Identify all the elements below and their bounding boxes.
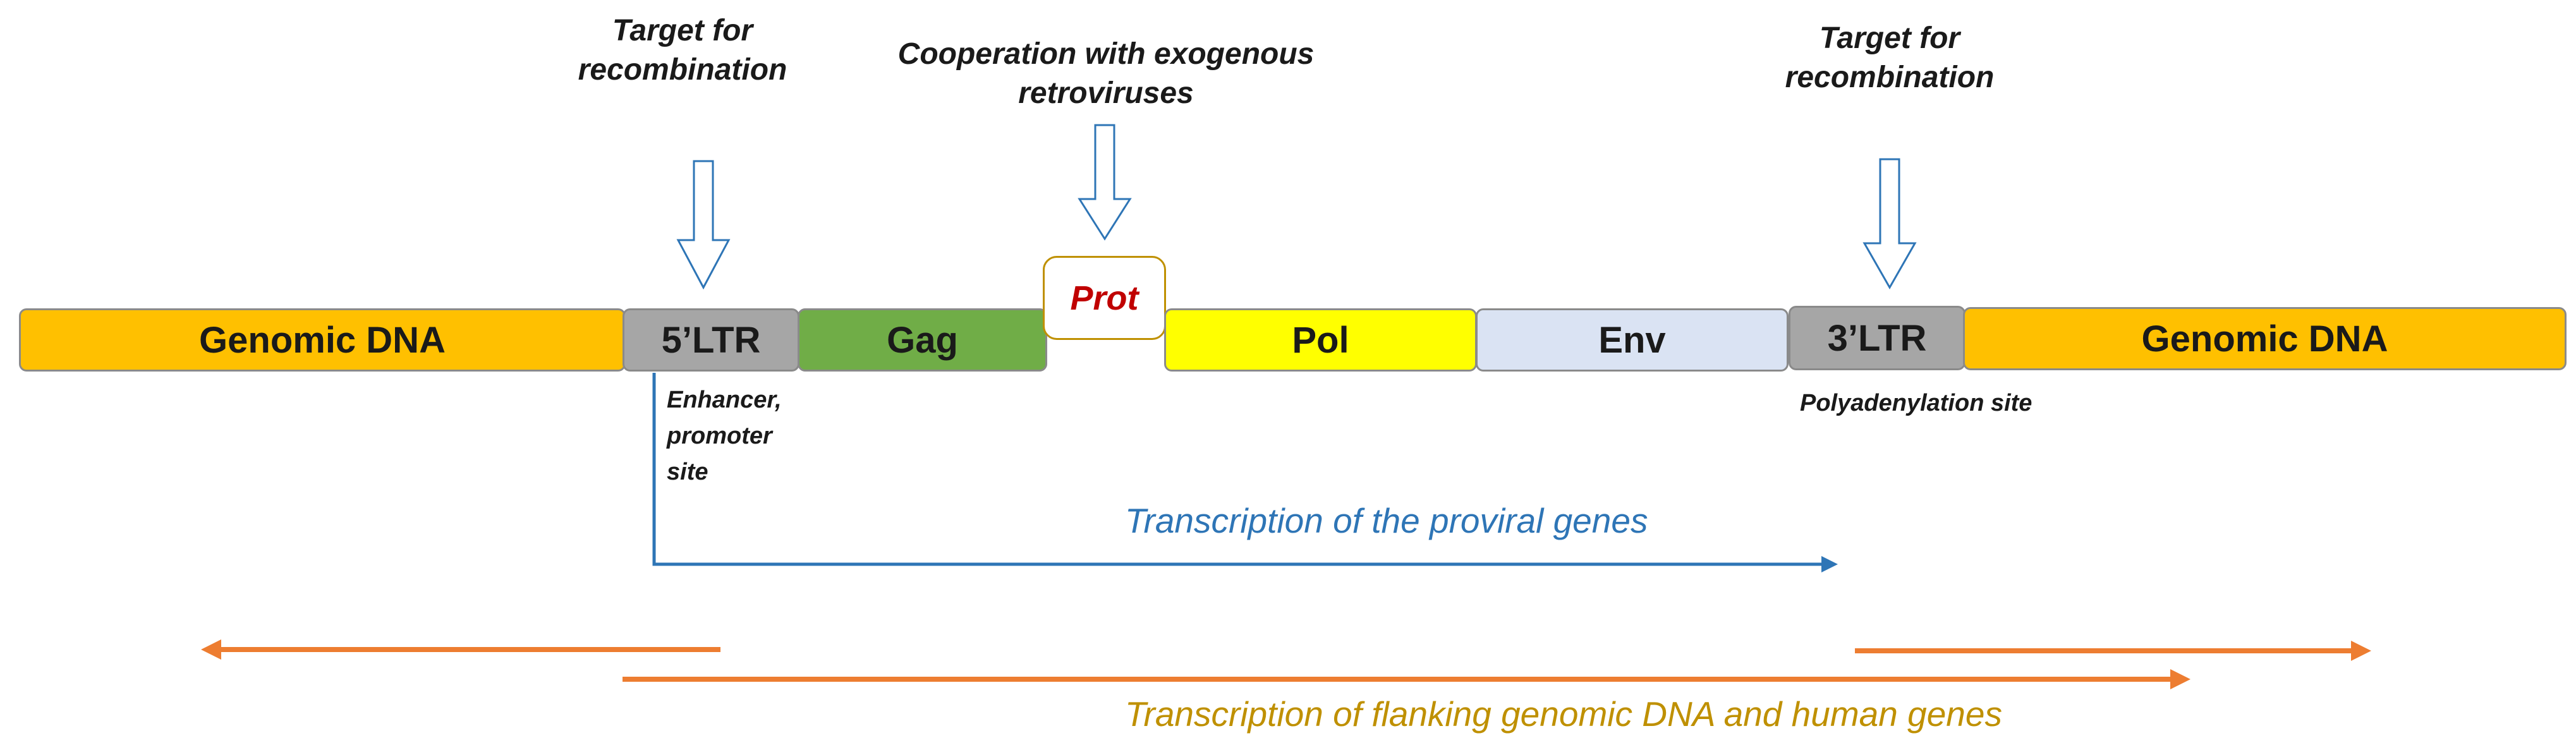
gag-segment: Gag (798, 308, 1047, 372)
target-left-arrow (676, 160, 731, 290)
env-label: Env (1598, 319, 1666, 361)
cooperation-note: Cooperation with exogenous retroviruses (897, 37, 1315, 111)
flanking-transcription-label: Transcription of flanking genomic DNA an… (1125, 694, 2002, 734)
target-right-note: Target for recombination (1785, 21, 1995, 95)
proviral-transcription-arrow (652, 373, 1826, 566)
prot-label: Prot (1070, 279, 1139, 317)
genomic-dna-left-segment: Genomic DNA (19, 308, 626, 372)
cooperation-arrow (1078, 124, 1132, 241)
enhancer-promoter-note: Enhancer, promoter site (667, 387, 782, 485)
prot-segment: Prot (1043, 256, 1166, 340)
pol-segment: Pol (1164, 308, 1477, 372)
polyadenylation-note: Polyadenylation site (1800, 390, 2032, 416)
target-right-arrow (1862, 158, 1917, 290)
pol-label: Pol (1292, 319, 1349, 361)
genomic-dna-left-label: Genomic DNA (199, 319, 446, 361)
genomic-dna-right-segment: Genomic DNA (1963, 307, 2567, 370)
ltr5-label: 5’LTR (661, 319, 761, 361)
ltr3-label: 3’LTR (1827, 317, 1927, 359)
ltr5-segment: 5’LTR (623, 308, 799, 372)
ltr3-segment: 3’LTR (1789, 306, 1965, 370)
flanking-left-arrowhead (201, 639, 221, 660)
target-left-note: Target for recombination (578, 14, 787, 87)
env-segment: Env (1476, 308, 1789, 372)
gag-label: Gag (887, 319, 958, 361)
proviral-transcription-label: Transcription of the proviral genes (1125, 501, 1648, 540)
flanking-right-arrowhead (2351, 641, 2371, 661)
flanking-main-arrowhead (2170, 669, 2190, 689)
proviral-transcription-arrowhead (1821, 556, 1838, 572)
genomic-dna-right-label: Genomic DNA (2141, 318, 2388, 360)
